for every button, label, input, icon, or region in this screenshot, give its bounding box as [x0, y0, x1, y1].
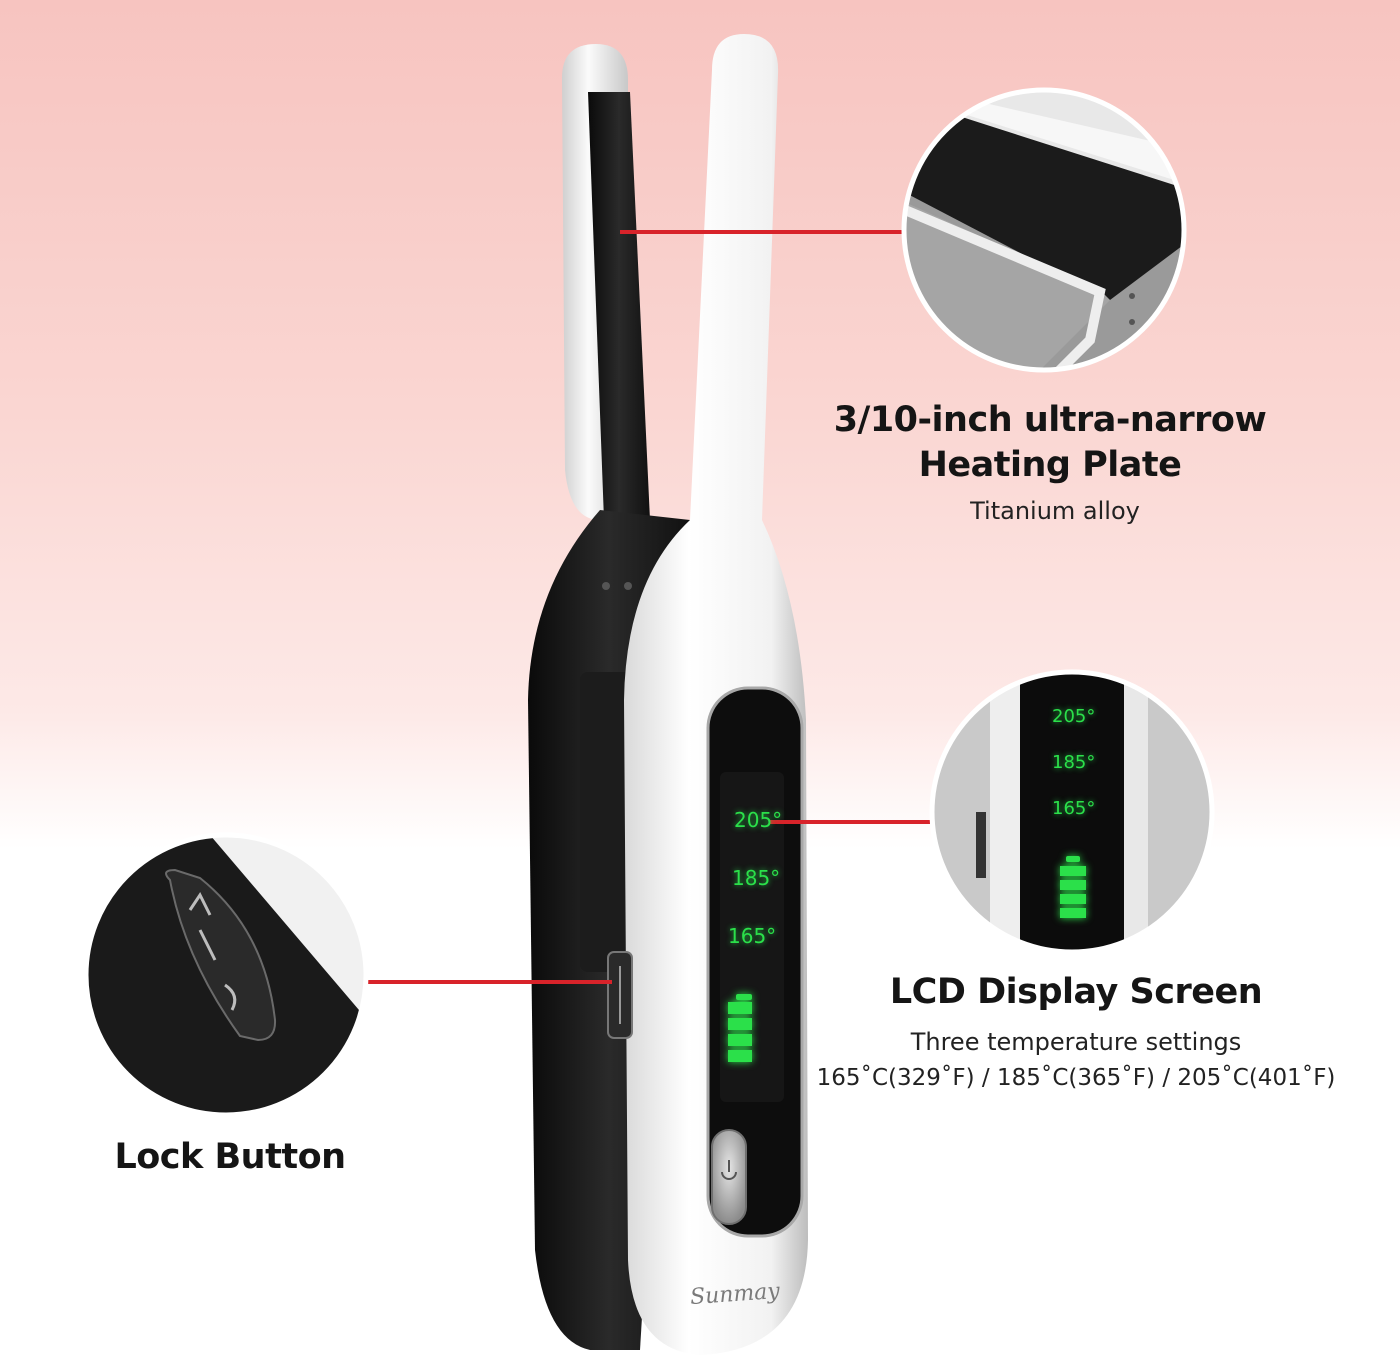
plate-subtitle: Titanium alloy [970, 497, 1140, 525]
plate-title-line1: 3/10-inch ultra-narrow [833, 400, 1267, 440]
lcd-title: LCD Display Screen [889, 972, 1263, 1012]
zoom-temp-high: 205° [1052, 706, 1096, 727]
lcd-temp-low: 165° [728, 924, 777, 948]
lock-title: Lock Button [114, 1137, 346, 1177]
battery-level-icon [728, 994, 752, 1062]
zoom-lcd [929, 669, 1215, 955]
plate-title-line2: Heating Plate [918, 445, 1182, 485]
zoom-temp-low: 165° [1052, 798, 1096, 819]
power-button[interactable] [711, 1129, 747, 1225]
lcd-subtitle-line2: 165˚C(329˚F) / 185˚C(365˚F) / 205˚C(401˚… [816, 1065, 1336, 1091]
heating-plate [588, 92, 650, 520]
lock-slider-icon [188, 892, 237, 1011]
lcd-temp-mid: 185° [732, 866, 781, 890]
lcd-temp-high: 205° [734, 808, 783, 832]
power-icon [721, 1160, 737, 1180]
lcd-subtitle-line1: Three temperature settings [910, 1028, 1242, 1056]
zoom-lock [83, 832, 369, 1118]
zoom-plate [901, 87, 1187, 373]
zoom-temp-mid: 185° [1052, 752, 1096, 773]
